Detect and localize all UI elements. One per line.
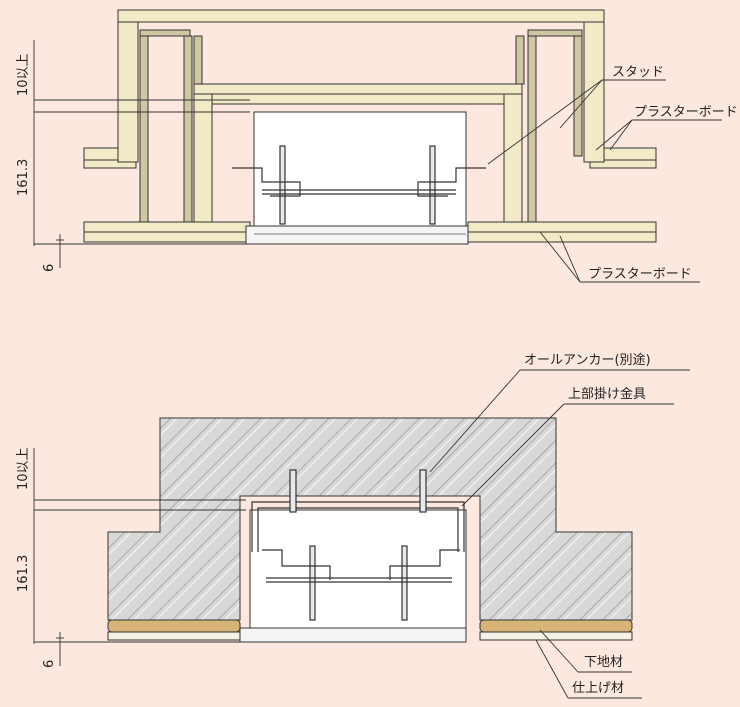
substrate-right xyxy=(479,619,633,633)
board-left-lower xyxy=(83,221,251,233)
finish-right xyxy=(479,631,633,641)
hanger-bolt-left xyxy=(279,145,286,225)
bracket-b-left xyxy=(262,549,331,580)
label-stud: スタッド xyxy=(612,65,664,80)
top-diagram: スタッド プラスターボード プラスターボード 10以上 161.3 6 xyxy=(16,9,738,283)
finish-left xyxy=(107,631,241,641)
stud-right-3 xyxy=(573,35,583,157)
stud-left-2 xyxy=(183,35,193,223)
inner-frame-right xyxy=(503,93,523,223)
bottom-diagram: オールアンカー(別途) 上部掛け金具 下地材 仕上げ材 10以上 161.3 6 xyxy=(16,352,690,699)
label-hanger: 上部掛け金具 xyxy=(568,386,646,402)
board-right-lower xyxy=(467,221,657,233)
substrate-left xyxy=(107,619,241,633)
unit-panel-bottom xyxy=(239,627,467,643)
outer-frame-right xyxy=(583,21,605,163)
hanger-bolt-b-left xyxy=(309,545,316,621)
dim-height-bottom: 161.3 xyxy=(16,555,31,592)
dim-clearance-top: 10以上 xyxy=(16,53,31,96)
dim-offset-top: 6 xyxy=(42,264,57,272)
board-left-lower-2 xyxy=(83,231,251,243)
board-right-upper-2 xyxy=(589,159,657,169)
anchor-right xyxy=(419,469,427,513)
outer-frame-left xyxy=(117,21,139,163)
stud-left-1 xyxy=(139,29,191,37)
inner-frame-left xyxy=(193,93,213,223)
stud-top-2 xyxy=(515,35,525,85)
unit-body-bottom xyxy=(249,509,467,629)
anchor-left xyxy=(289,469,297,513)
label-anchor: オールアンカー(別途) xyxy=(524,352,651,368)
upper-hanger xyxy=(251,501,465,552)
label-substrate: 下地材 xyxy=(584,655,623,670)
hanger-bolt-b-right xyxy=(401,545,408,621)
bracket-b-right xyxy=(389,549,460,580)
inner-frame-top xyxy=(193,83,523,95)
label-plasterboard-lower: プラスターボード xyxy=(588,267,692,282)
unit-panel xyxy=(245,225,469,245)
inner-frame-top-2 xyxy=(211,93,505,105)
dim-offset-bottom: 6 xyxy=(42,660,57,668)
hanger-bolt-right xyxy=(429,145,436,225)
stud-left-3 xyxy=(139,35,149,223)
board-left-upper-2 xyxy=(83,159,137,169)
label-plasterboard-upper: プラスターボード xyxy=(634,105,738,120)
outer-frame xyxy=(117,9,605,23)
concrete-slab xyxy=(107,417,633,621)
stud-right-1 xyxy=(527,29,583,37)
bracket-left xyxy=(232,167,301,197)
dim-clearance-bottom: 10以上 xyxy=(16,447,31,490)
label-finish: 仕上げ材 xyxy=(572,681,624,696)
bracket-right xyxy=(417,167,486,197)
dim-height-top: 161.3 xyxy=(16,159,31,196)
stud-top-1 xyxy=(193,35,203,85)
